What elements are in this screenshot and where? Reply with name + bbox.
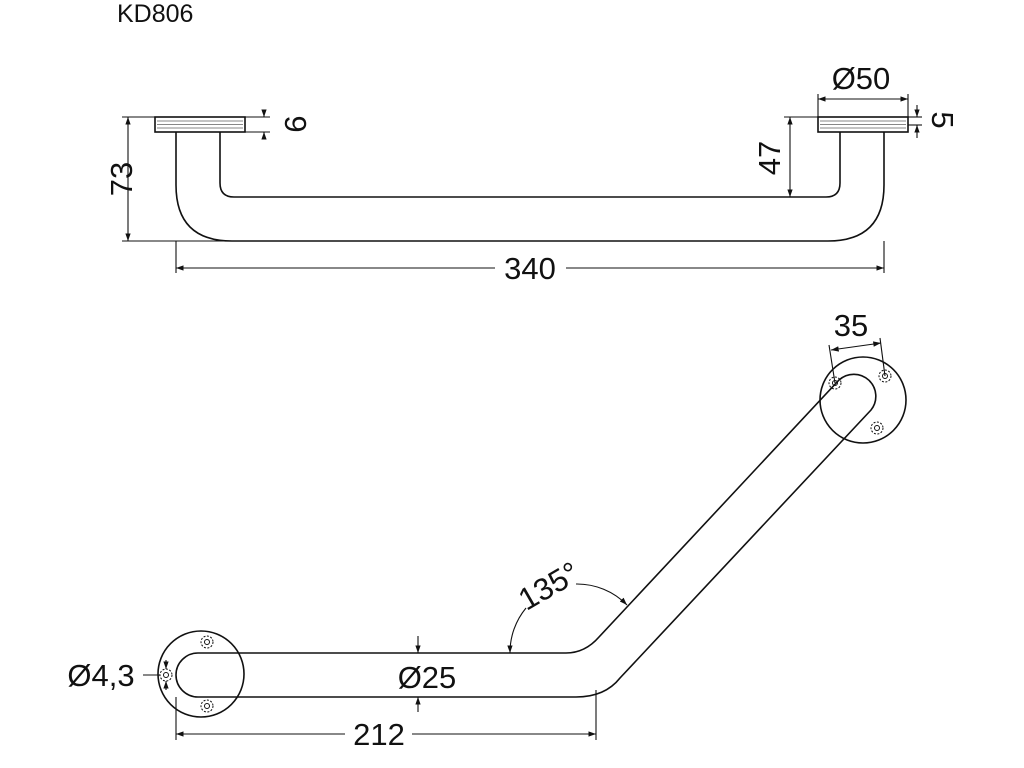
- total-length-label: 340: [504, 251, 556, 286]
- mounting-hole: [870, 421, 884, 435]
- right-flange: [817, 116, 909, 133]
- hole-diameter-dimension: Ø4,3: [67, 658, 169, 693]
- inner-height-label: 47: [752, 141, 787, 175]
- inner-height-dimension: 47: [752, 116, 826, 198]
- mounting-hole: [200, 699, 214, 713]
- flange-thickness-dimension: 9: [245, 109, 313, 140]
- front-elevation-view: 35 135° Ø25 Ø4,3 212: [67, 308, 907, 752]
- flange-diameter-dimension: Ø50: [817, 61, 909, 117]
- mounting-hole: [200, 635, 214, 649]
- grab-bar-outer-edge: [175, 132, 885, 242]
- model-label: KD806: [117, 0, 193, 28]
- hole-spacing-label: 35: [834, 308, 868, 343]
- straight-length-dimension: 212: [175, 690, 597, 752]
- hole-spacing-dimension: 35: [828, 308, 886, 384]
- grab-bar-inner-edge: [219, 132, 841, 198]
- total-length-dimension: 340: [175, 241, 885, 286]
- left-flange: [154, 116, 246, 133]
- flange-diameter-label: Ø50: [832, 61, 891, 96]
- tube-diameter-label: Ø25: [398, 660, 457, 695]
- left-round-flange: [157, 630, 245, 718]
- total-height-dimension: 73: [104, 116, 232, 242]
- flange-edge-dimension: 5: [908, 105, 960, 138]
- side-elevation-view: 9 Ø50 5 47 73: [104, 61, 960, 286]
- straight-length-label: 212: [353, 717, 405, 752]
- mounting-hole: [159, 668, 173, 682]
- hole-diameter-label: Ø4,3: [67, 658, 134, 693]
- flange-edge-label: 5: [925, 111, 960, 128]
- total-height-label: 73: [104, 162, 139, 196]
- angle-dimension: 135°: [507, 555, 628, 654]
- tube-diameter-dimension: Ø25: [398, 636, 457, 712]
- flange-thickness-label: 9: [278, 115, 313, 132]
- angled-grab-bar: [175, 373, 877, 698]
- angle-label: 135°: [512, 555, 585, 617]
